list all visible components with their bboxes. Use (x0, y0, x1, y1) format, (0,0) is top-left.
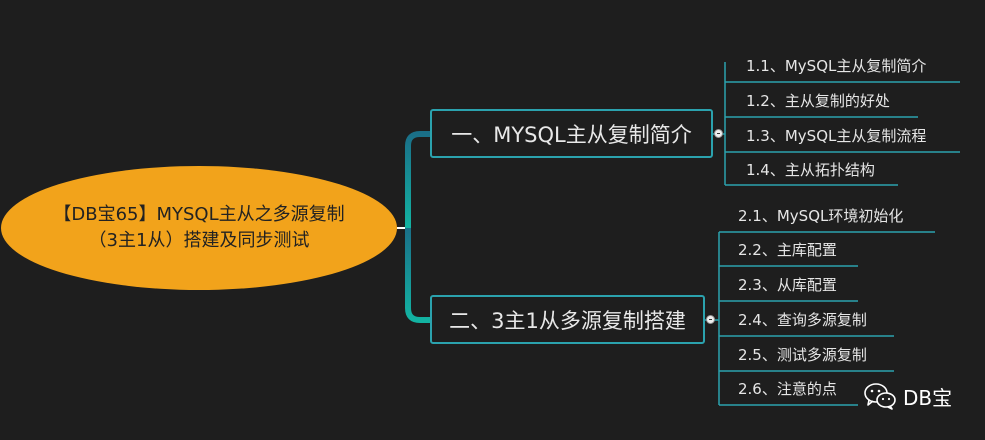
subtopic-1-4[interactable]: 1.4、主从拓扑结构 (746, 161, 875, 179)
root-topic[interactable]: 【DB宝65】MYSQL主从之多源复制（3主1从）搭建及同步测试 (1, 166, 397, 290)
subtopic-2-5[interactable]: 2.5、测试多源复制 (738, 346, 867, 364)
watermark: DB宝 (863, 376, 952, 416)
watermark-text: DB宝 (903, 385, 953, 410)
collapse-toggle-icon[interactable] (714, 129, 723, 138)
branch-topic-setup[interactable]: 二、3主1从多源复制搭建 (430, 295, 705, 344)
branch-topic-label: 二、3主1从多源复制搭建 (449, 308, 686, 333)
root-topic-label: 【DB宝65】MYSQL主从之多源复制（3主1从）搭建及同步测试 (53, 204, 345, 251)
subtopic-2-3[interactable]: 2.3、从库配置 (738, 276, 837, 294)
branch-topic-label: 一、MYSQL主从复制简介 (451, 122, 692, 147)
subtopic-2-6[interactable]: 2.6、注意的点 (738, 380, 837, 398)
subtopic-2-1[interactable]: 2.1、MySQL环境初始化 (738, 207, 904, 225)
subtopic-1-3[interactable]: 1.3、MySQL主从复制流程 (746, 127, 927, 145)
wechat-icon (864, 383, 896, 410)
subtopic-2-2[interactable]: 2.2、主库配置 (738, 241, 837, 259)
subtopic-2-4[interactable]: 2.4、查询多源复制 (738, 311, 867, 329)
collapse-toggle-icon[interactable] (706, 315, 715, 324)
subtopic-1-1[interactable]: 1.1、MySQL主从复制简介 (746, 57, 927, 75)
subtopic-1-2[interactable]: 1.2、主从复制的好处 (746, 92, 890, 110)
branch-topic-intro[interactable]: 一、MYSQL主从复制简介 (430, 109, 713, 158)
